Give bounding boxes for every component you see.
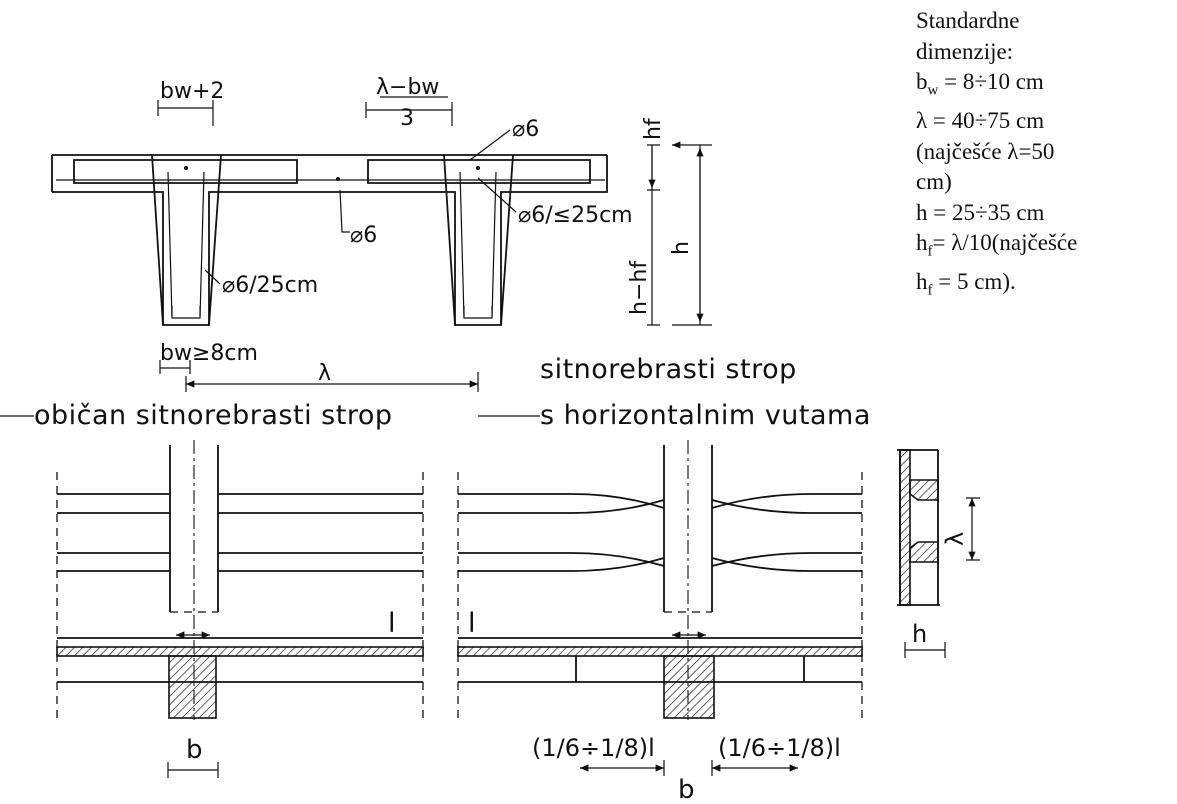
notes-bw: bw = 8÷10 cm [916,67,1174,106]
notes-h: h = 25÷35 cm [916,199,1045,225]
label-l-right: l [468,608,476,639]
label-hf: hf [641,117,666,140]
label-b-bottom: b [678,775,695,804]
notes-hf-2: hf = 5 cm). [916,267,1174,306]
label-frac-left: (1/6÷1/8)l [532,734,655,762]
side-section [897,449,980,658]
label-bw-min: bw≥8cm [160,341,258,366]
label-rebar-mid: ⌀6 [350,223,377,248]
label-three: 3 [400,106,414,131]
bw-symbol: b [916,69,928,94]
label-bw-plus-2: bw+2 [160,79,224,104]
label-rebar-top: ⌀6 [512,117,539,142]
label-h: h [669,241,694,255]
bw-value: = 8÷10 cm [938,69,1044,94]
hf2-value: = 5 cm). [932,269,1016,295]
section-labels: bw+2 λ−bw 3 ⌀6 ⌀6 ⌀6/≤25cm ⌀6/25cm hf h … [160,75,694,386]
label-stirrup: ⌀6/25cm [222,273,318,298]
label-b-left: b [186,735,203,765]
slab-cross-section [51,154,608,326]
hf1-symbol: h [916,230,928,256]
plan-left [56,440,424,778]
plan-right [457,440,863,776]
hf2-subscript: f [927,282,933,299]
label-lambda-side: λ [941,532,969,546]
captions: običan sitnorebrasti strop sitnorebrasti… [0,354,871,431]
notes-heading-1: Standardne [916,8,1020,33]
section-dimension-lines [157,96,712,392]
label-lambda-minus-bw: λ−bw [376,75,439,100]
label-h-side: h [912,620,927,648]
notes-lambda: λ = 40÷75 cm [916,108,1045,134]
caption-right-1: sitnorebrasti strop [540,354,797,385]
notes-hf-1: hf= λ/10(najčešće [916,228,1174,267]
label-frac-right: (1/6÷1/8)l [718,734,841,762]
bw-subscript: w [927,82,939,99]
hf1-subscript: f [927,243,933,260]
caption-left: običan sitnorebrasti strop [34,400,393,431]
standard-dimensions-notes: Standardne dimenzije: bw = 8÷10 cm λ = 4… [916,6,1174,306]
caption-right-2: s horizontalnim vutama [540,400,871,431]
label-rebar-right: ⌀6/≤25cm [518,203,633,228]
label-l-left: l [388,608,396,639]
hf1-value: = λ/10(najčešće [932,230,1078,256]
label-lambda: λ [318,361,331,386]
notes-lambda-note-2: cm) [916,169,952,195]
notes-heading-2: dimenzije: [916,38,1014,64]
notes-lambda-note-1: (najčešće λ=50 [916,138,1055,164]
hf2-symbol: h [916,269,928,295]
label-h-minus-hf: h−hf [627,260,652,315]
plan-labels: l l b b (1/6÷1/8)l (1/6÷1/8)l λ h [186,532,969,804]
